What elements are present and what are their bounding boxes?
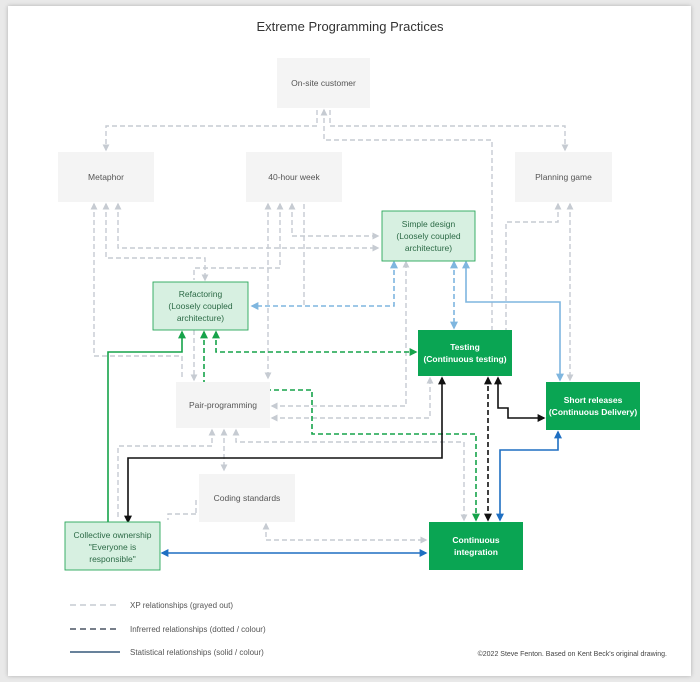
svg-text:architecture): architecture) xyxy=(405,243,452,253)
edge-metaphor-refactoring xyxy=(102,202,209,282)
svg-text:Continuous: Continuous xyxy=(452,535,499,545)
black-lines xyxy=(124,376,546,524)
svg-text:(Loosely coupled: (Loosely coupled xyxy=(396,231,461,241)
svg-text:Pair-programming: Pair-programming xyxy=(189,400,257,410)
svg-text:Short releases: Short releases xyxy=(564,395,623,405)
svg-text:Coding standards: Coding standards xyxy=(214,493,281,503)
simple-design-lines xyxy=(250,260,564,382)
edge-collective-testing xyxy=(124,376,446,524)
svg-text:(Continuous testing): (Continuous testing) xyxy=(423,354,506,364)
edge-metaphor-simple xyxy=(114,202,380,252)
node-short-releases: Short releases (Continuous Delivery) xyxy=(546,382,640,430)
edge-onsite-metaphor xyxy=(102,110,318,152)
edge-collective-refactoring xyxy=(107,330,186,522)
svg-text:(Continuous Delivery): (Continuous Delivery) xyxy=(549,407,637,417)
diagram-title: Extreme Programming Practices xyxy=(256,19,444,34)
svg-text:Planning game: Planning game xyxy=(535,172,592,182)
svg-text:(Loosely coupled: (Loosely coupled xyxy=(168,301,233,311)
edge-planning-testing xyxy=(505,202,562,330)
node-refactoring: Refactoring (Loosely coupled architectur… xyxy=(152,281,249,331)
edge-pair-simple xyxy=(270,260,410,410)
edge-pair-collective xyxy=(117,428,216,520)
node-metaphor: Metaphor xyxy=(58,152,154,202)
node-testing: Testing (Continuous testing) xyxy=(418,330,512,376)
svg-text:On-site customer: On-site customer xyxy=(291,78,356,88)
svg-text:Refactoring: Refactoring xyxy=(179,289,223,299)
legend-xp-label: XP relationships (grayed out) xyxy=(130,601,233,610)
edge-metaphor-pair xyxy=(90,202,183,380)
legend-inferred-label: Infrerred relationships (dotted / colour… xyxy=(130,625,266,634)
legend: XP relationships (grayed out) Infrerred … xyxy=(70,601,266,657)
node-collective-ownership: Collective ownership "Everyone is respon… xyxy=(64,521,161,571)
edge-40hour-simple xyxy=(288,202,380,240)
svg-text:Simple design: Simple design xyxy=(402,219,456,229)
edge-40hour-refactoring xyxy=(193,202,284,280)
svg-text:40-hour week: 40-hour week xyxy=(268,172,320,182)
edge-simple-refactoring xyxy=(250,260,398,310)
svg-text:"Everyone is: "Everyone is xyxy=(89,542,136,552)
svg-text:architecture): architecture) xyxy=(177,313,224,323)
edge-testing-short xyxy=(494,376,546,422)
edge-ci-short xyxy=(496,430,562,522)
node-40-hour-week: 40-hour week xyxy=(246,152,342,202)
node-planning-game: Planning game xyxy=(515,152,612,202)
edge-simple-short xyxy=(462,260,564,382)
footer-credit: ©2022 Steve Fenton. Based on Kent Beck's… xyxy=(478,650,667,658)
svg-text:responsible": responsible" xyxy=(89,554,136,564)
node-coding-standards: Coding standards xyxy=(199,474,295,522)
edge-refactoring-testing xyxy=(212,330,418,356)
svg-text:integration: integration xyxy=(454,547,498,557)
node-continuous-integration: Continuous integration xyxy=(429,522,523,570)
legend-statistical-label: Statistical relationships (solid / colou… xyxy=(130,648,264,657)
edge-onsite-testing xyxy=(320,108,493,330)
svg-text:Collective ownership: Collective ownership xyxy=(74,530,152,540)
node-simple-design: Simple design (Loosely coupled architect… xyxy=(381,210,476,262)
svg-text:Testing: Testing xyxy=(450,342,480,352)
edge-coding-ci xyxy=(262,522,428,544)
edge-onsite-planning xyxy=(329,110,569,152)
blue-lines xyxy=(160,430,562,557)
edge-coding-collective-2 xyxy=(167,513,196,520)
node-onsite-customer: On-site customer xyxy=(277,58,370,108)
node-pair-programming: Pair-programming xyxy=(176,382,270,428)
svg-text:Metaphor: Metaphor xyxy=(88,172,124,182)
